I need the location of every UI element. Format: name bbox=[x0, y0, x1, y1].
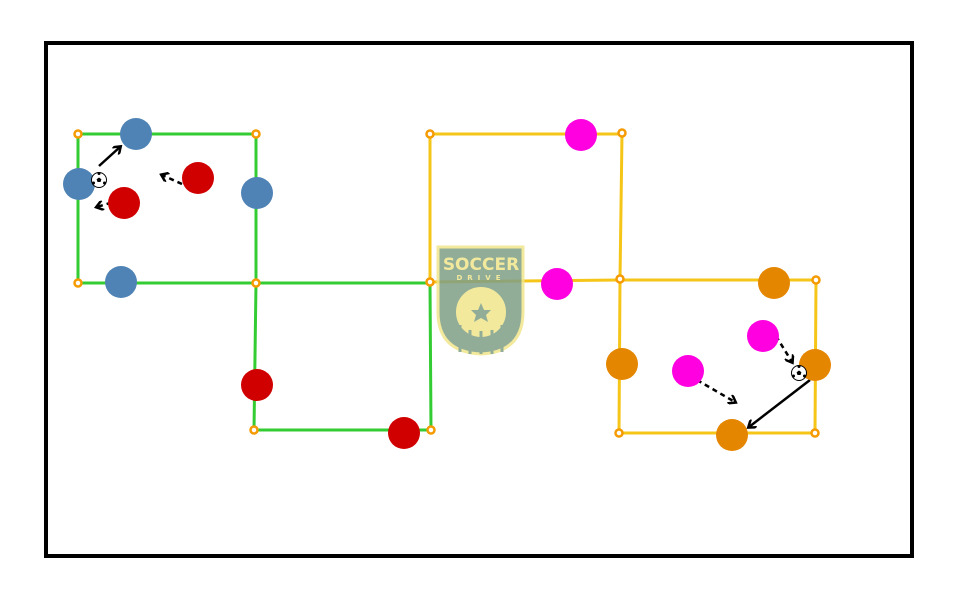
pass-arrow bbox=[98, 147, 120, 167]
blue-team-players bbox=[63, 118, 273, 298]
player-blue bbox=[241, 177, 273, 209]
pass-arrow bbox=[749, 379, 811, 427]
player-red bbox=[108, 187, 140, 219]
magenta-team-players bbox=[541, 119, 779, 387]
movement-arrows bbox=[97, 147, 811, 427]
player-magenta bbox=[747, 320, 779, 352]
logo-subtitle: DRIVE bbox=[456, 274, 505, 282]
logo: SOCCER DRIVE bbox=[436, 245, 525, 356]
player-blue bbox=[120, 118, 152, 150]
red-team-players bbox=[108, 162, 420, 449]
orange-team-players bbox=[606, 267, 831, 451]
player-magenta bbox=[565, 119, 597, 151]
run-arrow bbox=[162, 175, 183, 186]
cones bbox=[73, 128, 821, 438]
player-blue bbox=[63, 168, 95, 200]
logo-title: SOCCER bbox=[443, 255, 519, 275]
player-red bbox=[388, 417, 420, 449]
player-orange bbox=[716, 419, 748, 451]
player-orange bbox=[606, 348, 638, 380]
run-arrow bbox=[696, 378, 735, 402]
soccer-ball-icon bbox=[791, 365, 807, 381]
player-red bbox=[182, 162, 214, 194]
player-red bbox=[241, 369, 273, 401]
player-magenta bbox=[672, 355, 704, 387]
player-magenta bbox=[541, 268, 573, 300]
soccer-ball-icon bbox=[91, 172, 107, 188]
player-orange bbox=[758, 267, 790, 299]
player-blue bbox=[105, 266, 137, 298]
